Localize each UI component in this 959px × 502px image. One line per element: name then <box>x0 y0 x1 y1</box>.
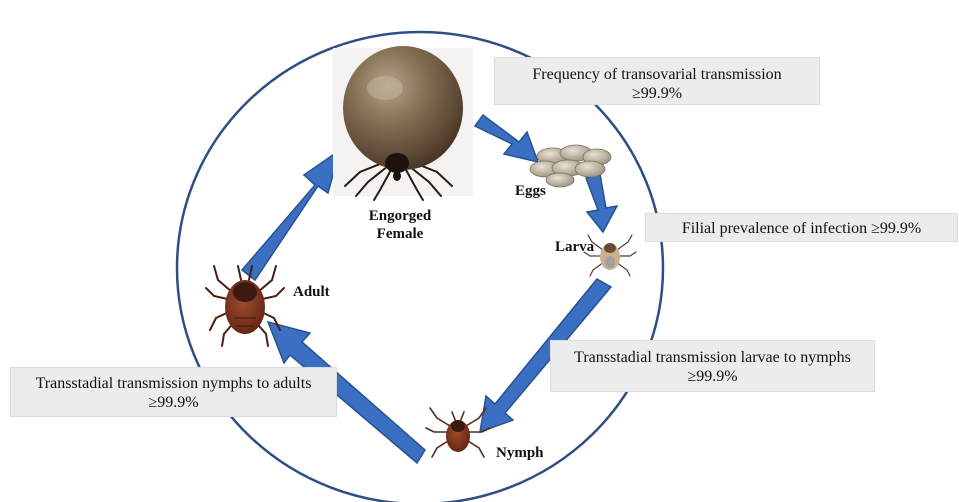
larvae-to-nymphs-box: Transstadial transmission larvae to nymp… <box>550 340 875 392</box>
arrow-eggs-to-larva <box>586 174 617 232</box>
larva-label: Larva <box>555 238 605 256</box>
filial-prevalence-text: Filial prevalence of infection ≥99.9% <box>646 219 957 238</box>
nymph-label: Nymph <box>496 444 556 462</box>
arrow-female-to-eggs <box>475 115 538 162</box>
transovarial-transmission-text: Frequency of transovarial transmission <box>495 65 819 84</box>
nymphs-to-adults-text: Transstadial transmission nymphs to adul… <box>11 374 336 393</box>
larvae-to-nymphs-value: ≥99.9% <box>551 367 874 386</box>
eggs-label: Eggs <box>515 182 555 200</box>
transovarial-transmission-value: ≥99.9% <box>495 84 819 103</box>
adult-label: Adult <box>293 283 343 301</box>
engorged-tick-illustration <box>333 46 473 200</box>
filial-prevalence-box: Filial prevalence of infection ≥99.9% <box>645 213 958 242</box>
engorged-female-label: Engorged Female <box>350 207 450 243</box>
transovarial-transmission-box: Frequency of transovarial transmission ≥… <box>494 57 820 105</box>
nymphs-to-adults-box: Transstadial transmission nymphs to adul… <box>10 367 337 417</box>
tick-nymph-illustration <box>426 408 490 457</box>
arrow-adult-to-female <box>242 150 340 280</box>
nymphs-to-adults-value: ≥99.9% <box>11 393 336 412</box>
larvae-to-nymphs-text: Transstadial transmission larvae to nymp… <box>551 348 874 367</box>
